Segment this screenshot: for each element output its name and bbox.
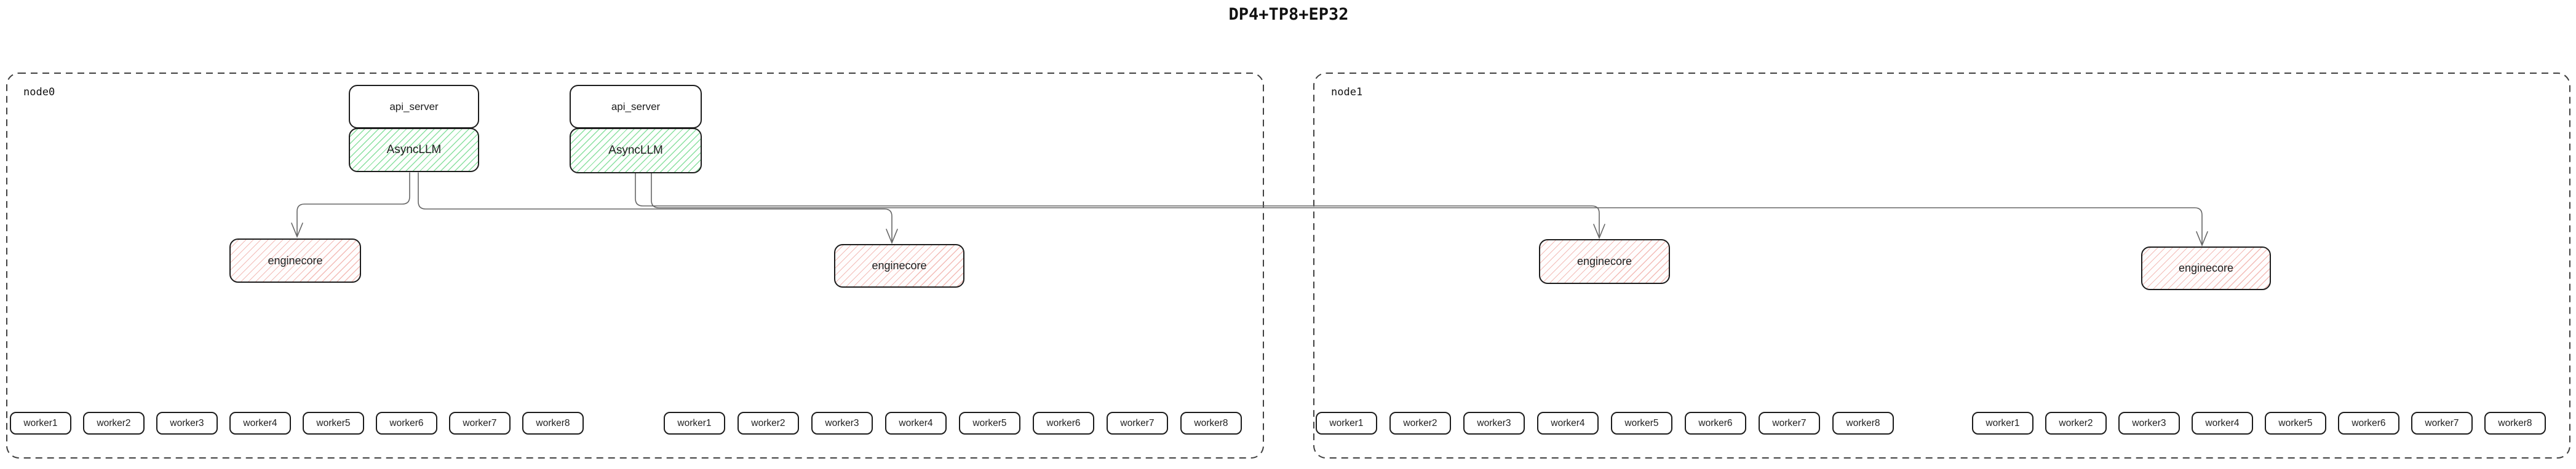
worker-box: worker7 bbox=[2411, 412, 2473, 435]
arrowhead-enginecore1 bbox=[291, 223, 303, 238]
worker-box: worker8 bbox=[1832, 412, 1894, 435]
enginecore-box-1: enginecore bbox=[229, 238, 361, 283]
worker-box: worker3 bbox=[1463, 412, 1525, 435]
worker-box: worker3 bbox=[2118, 412, 2180, 435]
worker-box: worker2 bbox=[1389, 412, 1451, 435]
worker-box: worker4 bbox=[885, 412, 947, 435]
arrowhead-enginecore3 bbox=[1593, 224, 1605, 240]
worker-box: worker7 bbox=[1107, 412, 1168, 435]
worker-box: worker1 bbox=[10, 412, 71, 435]
arrowhead-enginecore2 bbox=[886, 229, 898, 245]
node1-label: node1 bbox=[1331, 86, 1363, 98]
worker-box: worker4 bbox=[229, 412, 291, 435]
arrowhead-enginecore4 bbox=[2196, 231, 2208, 247]
worker-box: worker3 bbox=[156, 412, 218, 435]
worker-box: worker8 bbox=[2484, 412, 2546, 435]
worker-box: worker7 bbox=[1759, 412, 1820, 435]
worker-box: worker2 bbox=[2045, 412, 2107, 435]
worker-box: worker4 bbox=[1537, 412, 1599, 435]
api-server-box-1: api_server bbox=[349, 85, 479, 128]
connector-asyncllm1-enginecore1 bbox=[296, 172, 410, 236]
enginecore-box-4: enginecore bbox=[2141, 246, 2271, 290]
worker-group-node0-1: worker1 worker2 worker3 worker4 worker5 … bbox=[10, 412, 584, 435]
api-server-box-2: api_server bbox=[570, 85, 702, 128]
worker-box: worker6 bbox=[1685, 412, 1746, 435]
worker-box: worker6 bbox=[1033, 412, 1094, 435]
node1-border bbox=[1313, 73, 2570, 459]
worker-box: worker3 bbox=[811, 412, 873, 435]
worker-box: worker7 bbox=[449, 412, 511, 435]
connector-asyncllm1-enginecore2 bbox=[418, 172, 892, 242]
node0-label: node0 bbox=[23, 86, 55, 98]
connector-asyncllm2-enginecore4 bbox=[651, 173, 2203, 245]
worker-box: worker1 bbox=[1316, 412, 1377, 435]
worker-box: worker6 bbox=[376, 412, 437, 435]
worker-box: worker4 bbox=[2192, 412, 2253, 435]
worker-box: worker8 bbox=[1180, 412, 1242, 435]
diagram-title: DP4+TP8+EP32 bbox=[1228, 5, 1349, 24]
worker-group-node0-2: worker1 worker2 worker3 worker4 worker5 … bbox=[664, 412, 1242, 435]
asyncllm-box-2: AsyncLLM bbox=[570, 128, 702, 173]
worker-box: worker2 bbox=[737, 412, 799, 435]
asyncllm-box-1: AsyncLLM bbox=[349, 128, 479, 172]
worker-group-node1-1: worker1 worker2 worker3 worker4 worker5 … bbox=[1316, 412, 1894, 435]
node0-border bbox=[6, 73, 1264, 459]
worker-box: worker1 bbox=[1972, 412, 2033, 435]
worker-box: worker6 bbox=[2338, 412, 2399, 435]
worker-box: worker5 bbox=[303, 412, 364, 435]
worker-box: worker2 bbox=[83, 412, 145, 435]
worker-group-node1-2: worker1 worker2 worker3 worker4 worker5 … bbox=[1972, 412, 2546, 435]
worker-box: worker5 bbox=[2265, 412, 2326, 435]
worker-box: worker5 bbox=[1611, 412, 1672, 435]
worker-box: worker1 bbox=[664, 412, 725, 435]
enginecore-box-2: enginecore bbox=[834, 244, 964, 288]
worker-box: worker8 bbox=[522, 412, 584, 435]
worker-box: worker5 bbox=[959, 412, 1020, 435]
connector-asyncllm2-enginecore3 bbox=[635, 173, 1600, 237]
enginecore-box-3: enginecore bbox=[1539, 239, 1670, 284]
